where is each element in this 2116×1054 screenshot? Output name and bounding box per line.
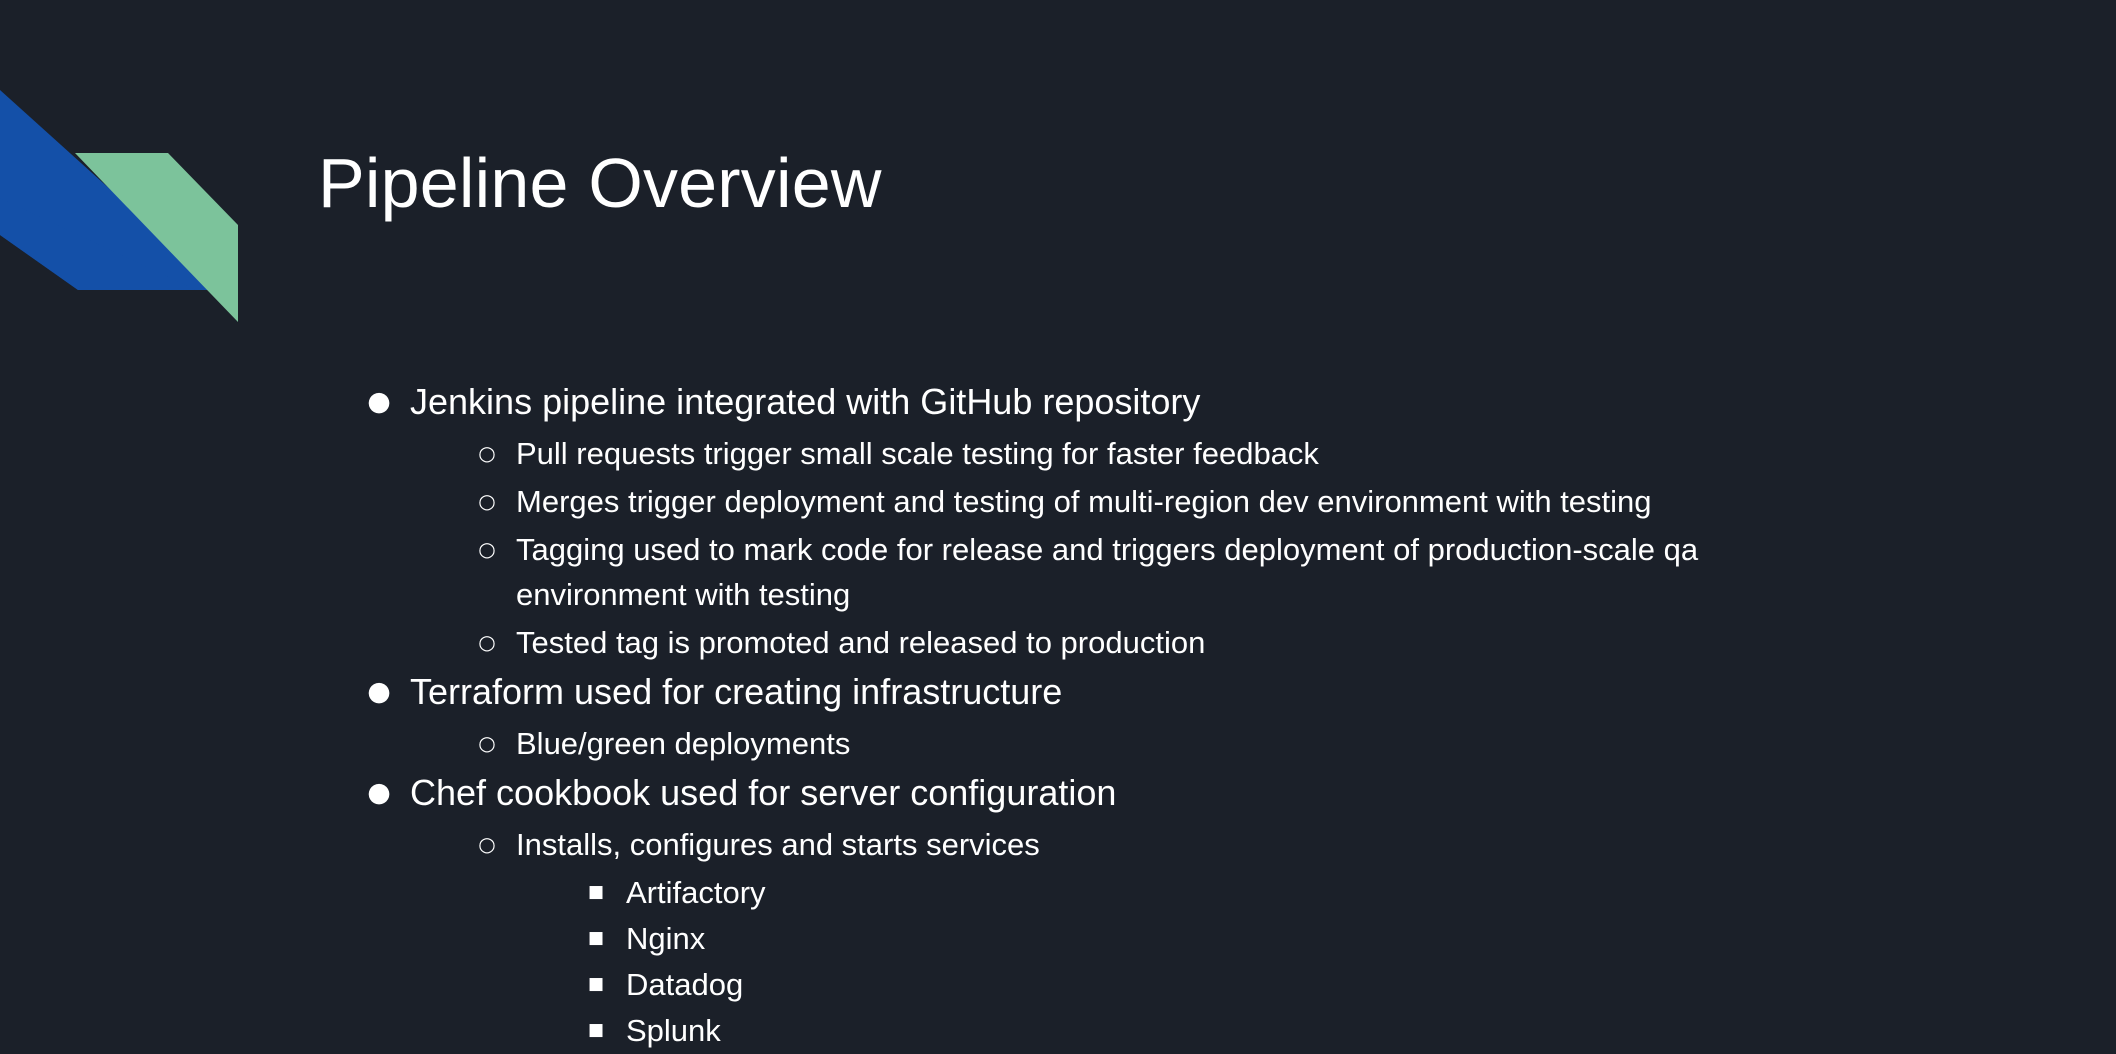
bullet-text: Pull requests trigger small scale testin…: [516, 436, 1319, 471]
bullet-item-level2: ○ Tagging used to mark code for release a…: [0, 527, 2116, 617]
bullet-text: Jenkins pipeline integrated with GitHub …: [410, 381, 1201, 422]
bullet-item-level2: ○ Pull requests trigger small scale testi…: [0, 431, 2116, 476]
bullet-item-level1: ● Jenkins pipeline integrated with GitHub…: [0, 378, 2116, 426]
bullet-item-level3: ■ Nginx: [0, 916, 2116, 961]
bullet-item-level1: ● Terraform used for creating infrastruct…: [0, 668, 2116, 716]
bullet-text: Blue/green deployments: [516, 726, 851, 761]
bullet-text: Chef cookbook used for server configurat…: [410, 772, 1117, 813]
bullet-text: Terraform used for creating infrastructu…: [410, 671, 1063, 712]
bullet-text: Tested tag is promoted and released to p…: [516, 625, 1206, 660]
bullet-text: Datadog: [626, 967, 744, 1002]
bullet-marker-level2-icon: ○: [478, 441, 496, 465]
bullet-marker-level2-icon: ○: [478, 832, 496, 856]
bullet-text: Artifactory: [626, 875, 766, 910]
bullet-text: Splunk: [626, 1013, 721, 1048]
logo-green-parallelogram: [75, 153, 238, 322]
bullet-item-level2: ○ Blue/green deployments: [0, 721, 2116, 766]
logo-blue-shape: [0, 88, 196, 290]
bullet-text: Installs, configures and starts services: [516, 827, 1040, 862]
bullet-item-level3: ■ Splunk: [0, 1008, 2116, 1053]
bullet-outline: ● Jenkins pipeline integrated with GitHub…: [0, 378, 2116, 1054]
bullet-text: Nginx: [626, 921, 706, 956]
bullet-item-level2: ○ Merges trigger deployment and testing o…: [0, 479, 2116, 524]
bullet-marker-level2-icon: ○: [478, 537, 496, 561]
bullet-marker-level3-icon: ■: [587, 1020, 605, 1040]
bullet-marker-level1-icon: ●: [367, 676, 391, 707]
bullet-item-level3: ■ Artifactory: [0, 870, 2116, 915]
bullet-marker-level2-icon: ○: [478, 731, 496, 755]
bullet-item-level1: ● Chef cookbook used for server configura…: [0, 769, 2116, 817]
page-title: Pipeline Overview: [318, 143, 882, 222]
logo-blue-parallelogram: [0, 90, 222, 290]
bullet-text: Merges trigger deployment and testing of…: [516, 484, 1652, 519]
corner-ribbon-logo: [0, 88, 238, 322]
bullet-marker-level3-icon: ■: [587, 928, 605, 948]
bullet-marker-level3-icon: ■: [587, 974, 605, 994]
bullet-text: Tagging used to mark code for release an…: [516, 532, 1699, 612]
bullet-marker-level2-icon: ○: [478, 630, 496, 654]
bullet-item-level3: ■ Datadog: [0, 962, 2116, 1007]
bullet-marker-level1-icon: ●: [367, 386, 391, 417]
bullet-marker-level3-icon: ■: [587, 882, 605, 902]
bullet-item-level2: ○ Installs, configures and starts service…: [0, 822, 2116, 867]
bullet-marker-level1-icon: ●: [367, 777, 391, 808]
bullet-marker-level2-icon: ○: [478, 489, 496, 513]
bullet-item-level2: ○ Tested tag is promoted and released to …: [0, 620, 2116, 665]
